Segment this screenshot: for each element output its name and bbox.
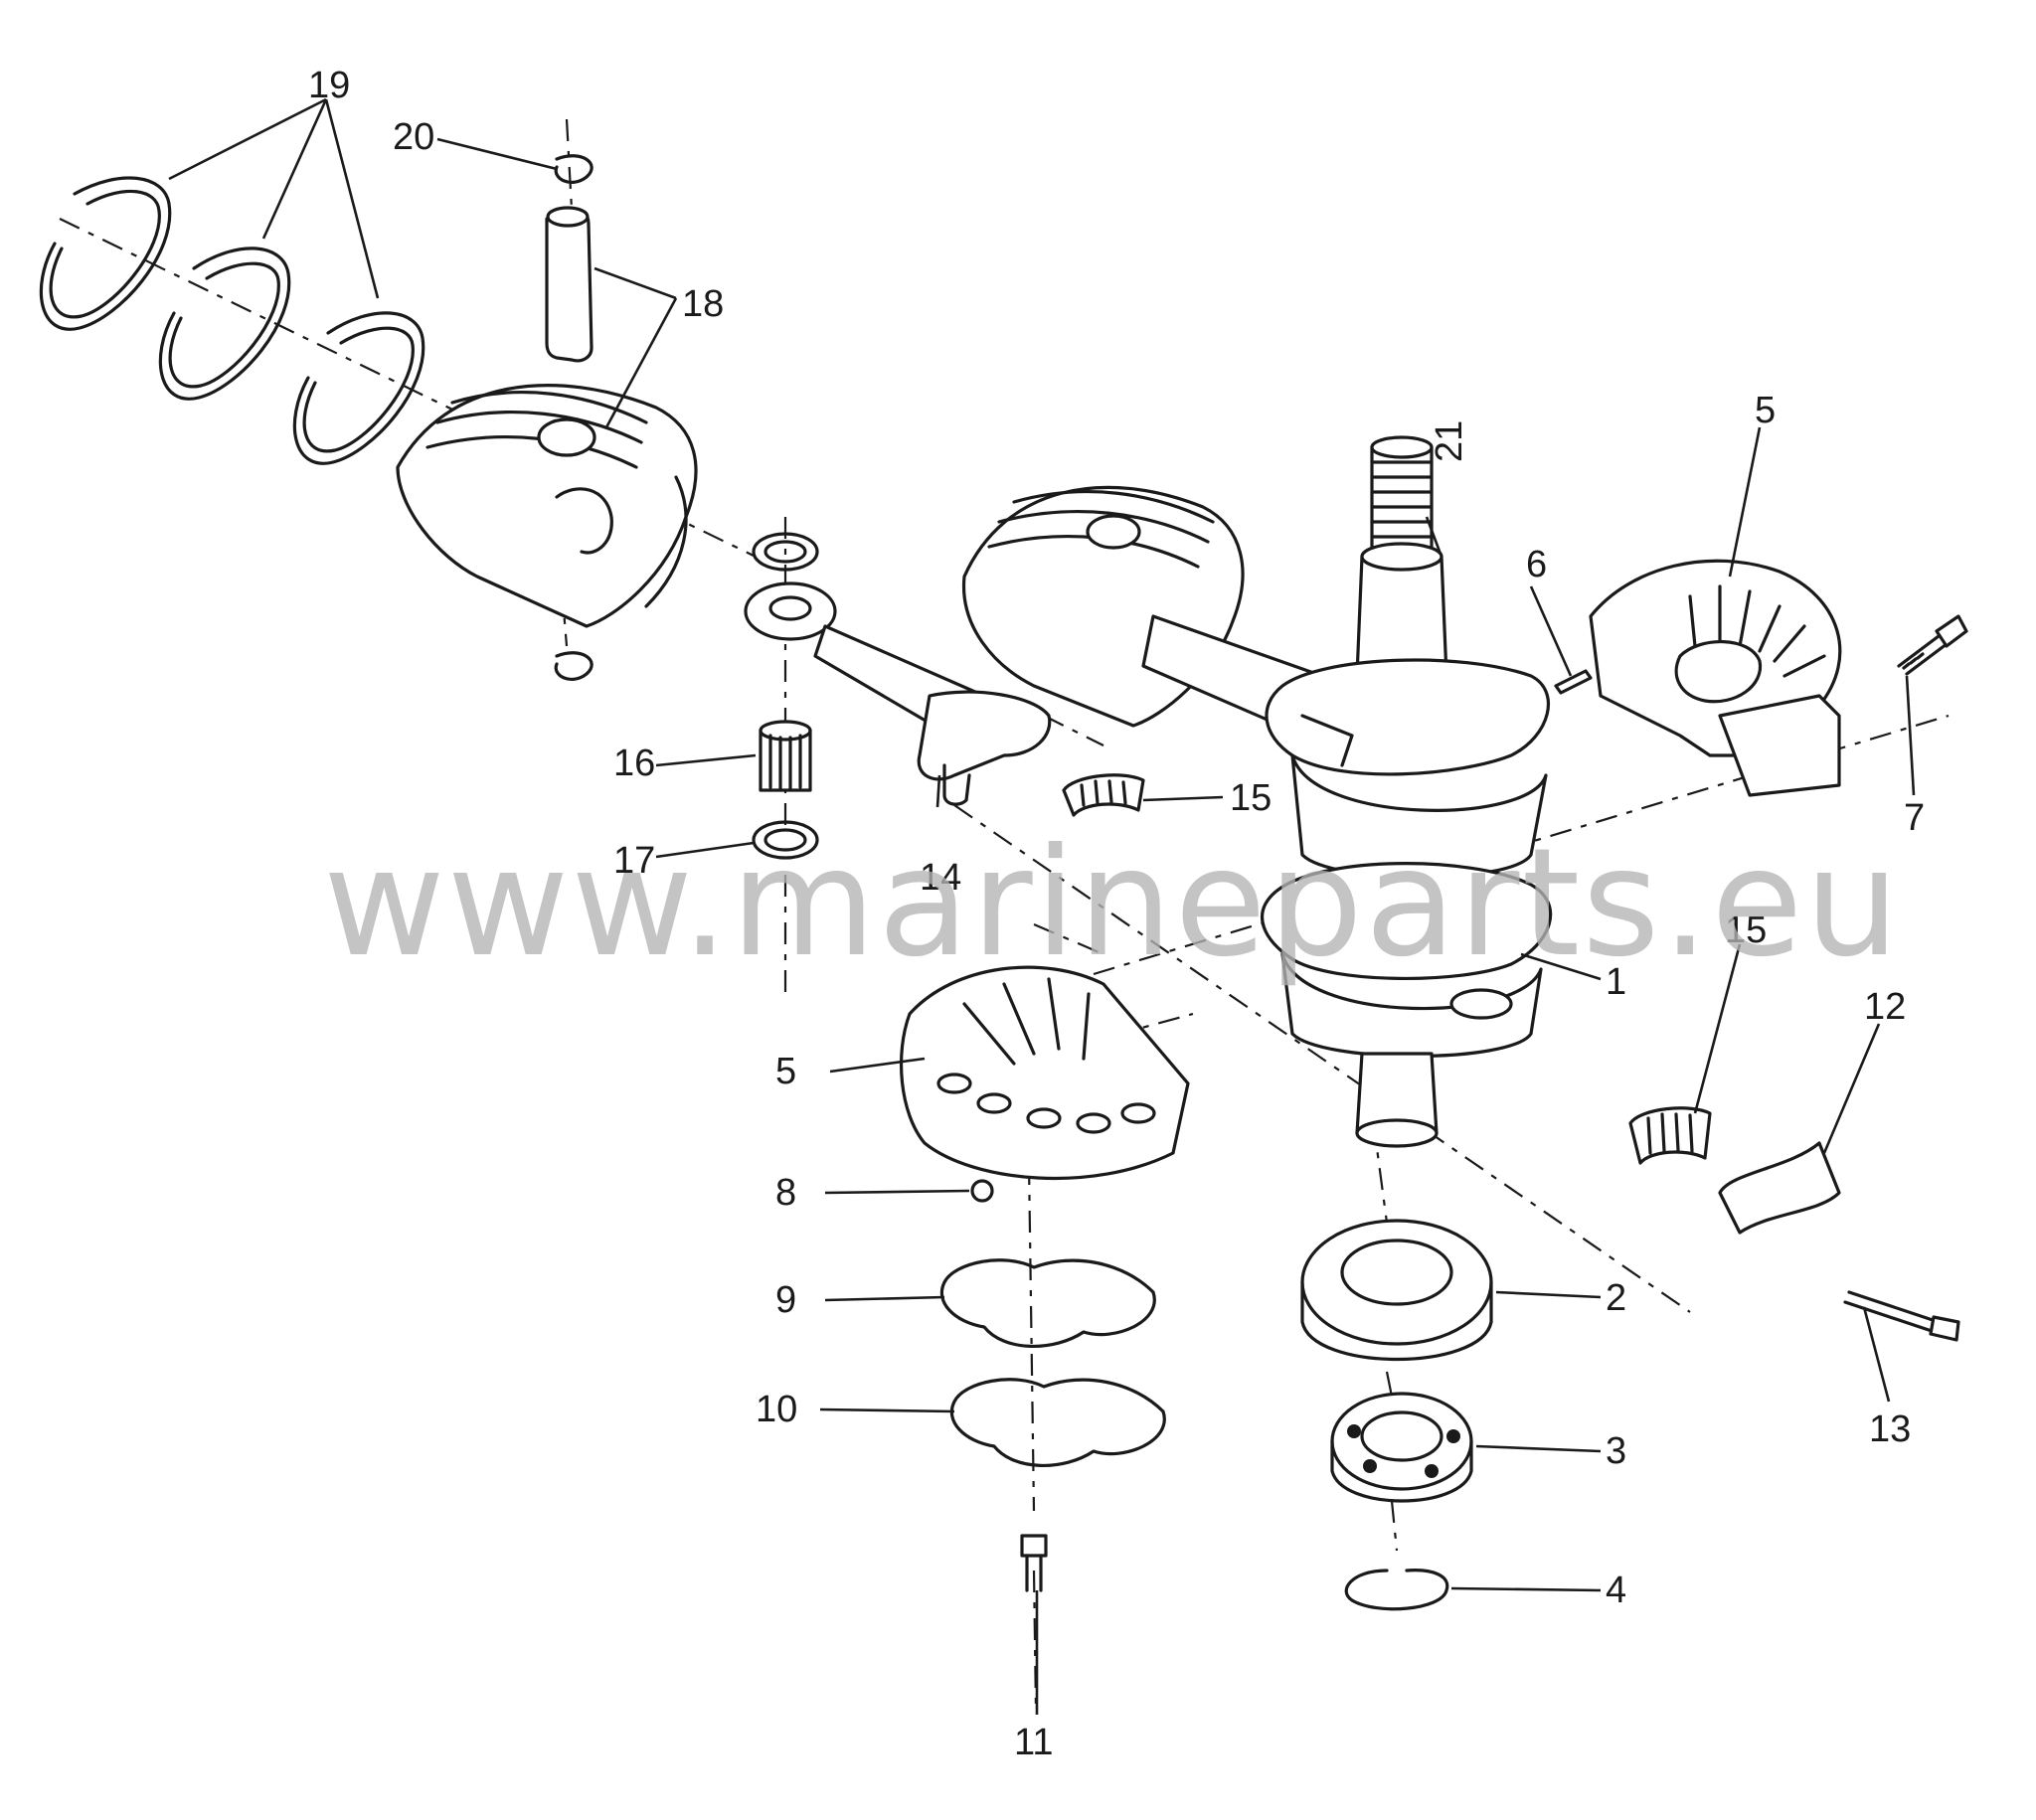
leader-lines [168,97,1916,1715]
reed-plate-lower [900,965,1190,1180]
callout-7: 7 [1904,797,1925,839]
screw-lower [1843,1290,1960,1342]
piston-assembly-left [396,206,698,628]
seal-housing-ring [1300,1219,1493,1361]
callout-labels: 19 20 18 21 6 5 7 16 15 17 14 1 15 12 5 … [308,65,1925,1763]
crankshaft [1261,435,1553,1148]
callout-6: 6 [1526,544,1547,585]
dowel-pin [1554,669,1593,695]
callout-18: 18 [682,283,724,325]
callout-2: 2 [1606,1277,1626,1319]
reed-plate-upper [1589,559,1842,797]
reed-petals [939,1258,1166,1468]
callout-11: 11 [1014,1722,1053,1763]
callout-14: 14 [920,857,961,899]
callout-19: 19 [308,65,350,106]
needle-bearing [759,720,812,792]
callout-13: 13 [1869,1408,1911,1450]
callout-9: 9 [775,1279,796,1321]
callout-5-upper: 5 [1755,390,1776,431]
callout-17: 17 [613,840,655,882]
circlips-and-washers [554,154,819,860]
callout-20: 20 [393,116,434,158]
callout-5-lower: 5 [775,1051,796,1092]
main-bearings [1062,773,1712,1165]
callout-15-upper: 15 [1230,777,1272,819]
piston-assembly-centre [961,485,1334,733]
snap-ring [1344,1569,1449,1611]
screw-upper [1897,614,1968,676]
reed-screw [1020,1534,1048,1592]
ball-bearing [1330,1392,1473,1503]
callout-4: 4 [1606,1570,1626,1611]
connecting-rod [744,581,1052,806]
locknut [970,1179,994,1203]
piston-rings [39,176,425,465]
callout-16: 16 [613,743,655,784]
callout-21: 21 [1429,420,1470,462]
callout-12: 12 [1864,986,1906,1028]
watermark-text: www.marineparts.eu [323,817,1902,990]
callout-8: 8 [775,1172,796,1214]
bearing-cage [1718,1141,1841,1235]
callout-15-lower: 15 [1725,910,1767,951]
callout-3: 3 [1606,1430,1626,1472]
callout-1: 1 [1606,961,1626,1003]
callout-10: 10 [756,1389,797,1430]
